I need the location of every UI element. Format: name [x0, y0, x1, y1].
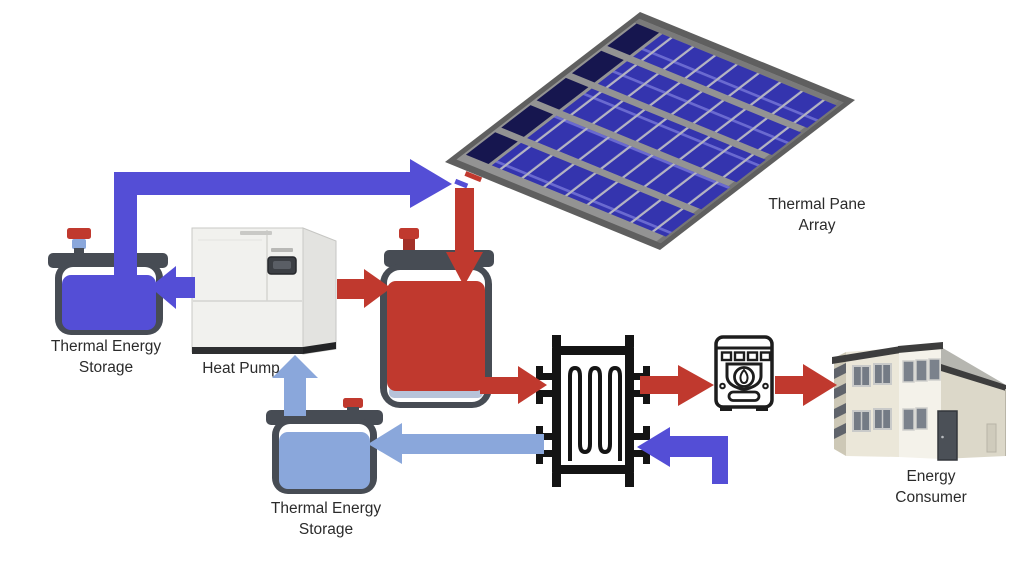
- label-energy-consumer: Energy Consumer: [895, 468, 967, 507]
- label-tes-left: Thermal Energy Storage: [50, 338, 162, 377]
- label-thermal-pane-array: Thermal Pane Array: [768, 196, 866, 235]
- hot-arrow-to-boiler: [678, 365, 714, 406]
- array-panel-rows: [465, 23, 837, 237]
- hot-arrow-to-consumer: [803, 364, 837, 406]
- return-pipe-vertical: [712, 436, 728, 484]
- wing-roof-trim: [941, 364, 1006, 391]
- hot-arrow-to-exchanger: [518, 366, 547, 404]
- tes-bottom-fill: [279, 432, 370, 489]
- warm-arrow-to-bottom-tank: [368, 423, 402, 464]
- hot-tank-fill: [387, 281, 485, 391]
- cold-pipe-horizontal: [114, 172, 410, 195]
- label-tes-bottom: Thermal Energy Storage: [270, 500, 382, 539]
- heat-pump-logo-strip: [240, 231, 272, 235]
- hot-tank-valve-cap: [399, 228, 419, 239]
- left-tower-windows: [852, 363, 892, 432]
- label-heat-pump: Heat Pump: [202, 360, 280, 377]
- warm-arrow-to-heat-pump: [272, 355, 318, 378]
- side-face-window-bands: [834, 363, 846, 439]
- thermal-pane-array-icon: [445, 12, 856, 251]
- wing-door: [986, 423, 997, 453]
- middle-tower-windows: [902, 358, 941, 431]
- tes-bottom-valve-cap: [343, 398, 363, 408]
- tes-bottom-tank-icon: [266, 398, 383, 494]
- heat-pump-icon: [191, 227, 337, 355]
- energy-consumer-building: [832, 342, 1006, 461]
- tes-left-valve-base: [72, 239, 86, 249]
- boiler-icon: [714, 335, 774, 411]
- tes-left-tank-icon: [48, 228, 168, 335]
- heat-exchanger-icon: [536, 335, 650, 487]
- hot-arrow-to-tank: [446, 252, 483, 286]
- cold-arrow-to-left-tank: [150, 266, 176, 309]
- left-tower-roof-trim: [832, 346, 901, 364]
- middle-tower-roof-trim: [898, 342, 943, 353]
- hot-pipe-array-down: [455, 188, 474, 254]
- exchanger-coil: [568, 365, 622, 461]
- tes-left-fill: [62, 275, 156, 330]
- hot-tank-icon: [380, 228, 494, 408]
- cold-arrow-to-array: [410, 159, 452, 208]
- entrance-door: [937, 410, 958, 461]
- tes-left-valve-cap: [67, 228, 91, 239]
- cold-pipe-vertical: [114, 172, 137, 278]
- flow-arrows: [114, 159, 837, 484]
- array-connector-ticks: [454, 171, 483, 189]
- cold-arrow-to-exchanger: [637, 427, 670, 467]
- hot-arrow-hp-to-tank: [364, 269, 391, 308]
